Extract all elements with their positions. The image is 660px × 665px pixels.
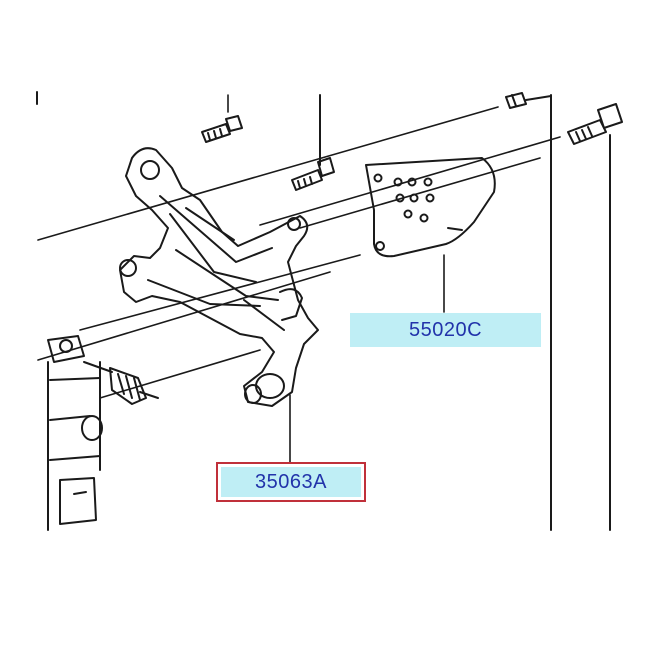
assembly-lines [37,94,561,463]
bolt-small-left [201,115,243,143]
nut-top-right [505,92,527,109]
callout-35063a-box: 35063A [221,467,361,497]
bolt-long-right [567,103,623,145]
bracket-part-35063a [119,147,319,407]
callout-35063a-text: 35063A [255,470,327,493]
frame-lines [36,91,611,531]
bolt-center [291,157,335,191]
cable-assembly-left [47,335,159,531]
callout-55020c-text: 55020C [408,318,483,341]
plate-part-55020c [365,157,496,258]
callout-35063a[interactable]: 35063A [216,462,366,502]
callout-55020c[interactable]: 55020C [350,313,541,347]
